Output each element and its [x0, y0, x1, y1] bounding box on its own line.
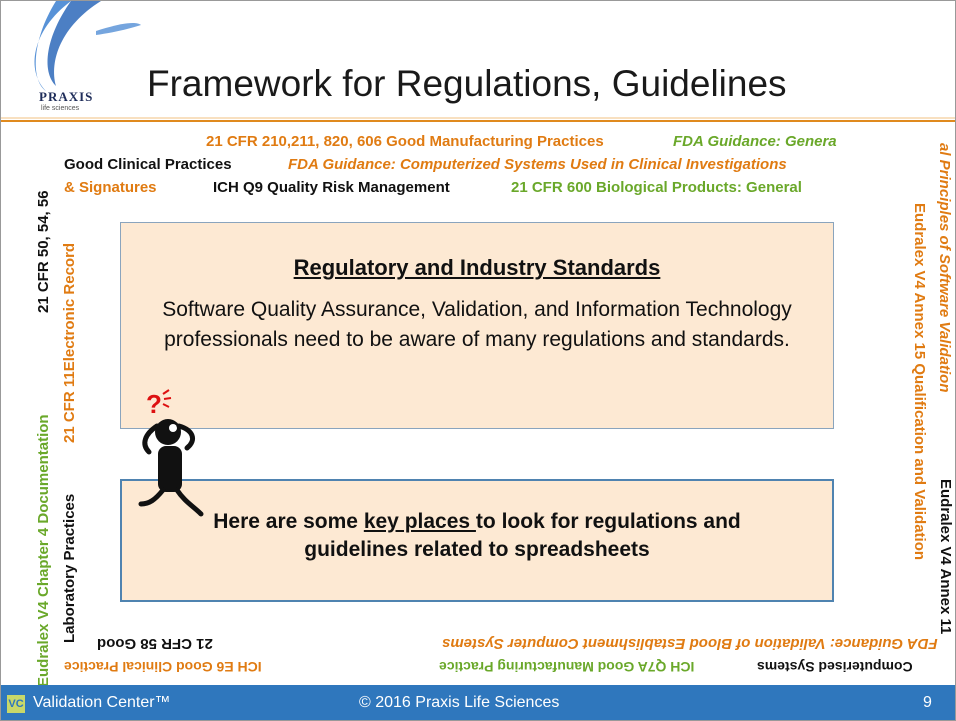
- left-col2-orange: 21 CFR 11Electronic Record: [61, 242, 78, 443]
- header-swoosh: [1, 1, 955, 122]
- footer-bar: VC Validation Center™ © 2016 Praxis Life…: [1, 685, 955, 720]
- bottom-row1-orange: FDA Guidance: Validation of Blood Establ…: [442, 635, 938, 652]
- praxis-logo: PRAXIS: [39, 89, 94, 104]
- key-places-box: Here are some key places to look for reg…: [120, 479, 834, 602]
- confused-figure-icon: ?: [138, 389, 204, 517]
- bottom-row1-black: 21 CFR 58 Good: [97, 635, 213, 652]
- key-places-text-before: Here are some: [213, 510, 364, 533]
- right-col3-black: Eudralex V4 Annex 11: [937, 479, 954, 635]
- top-row1-orange: 21 CFR 210,211, 820, 606 Good Manufactur…: [206, 133, 604, 150]
- footer-left: Validation Center™: [33, 694, 171, 711]
- bottom-row2-black: Computerised Systems: [757, 659, 913, 675]
- standards-box: Regulatory and Industry Standards Softwa…: [120, 222, 834, 429]
- left-col2-black: Laboratory Practices: [61, 493, 78, 643]
- standards-box-body: Software Quality Assurance, Validation, …: [162, 298, 792, 351]
- bottom-row2-orange: ICH E6 Good Clinical Practice: [64, 659, 262, 675]
- key-places-text-after: to look for regulations and guidelines r…: [304, 510, 741, 561]
- top-row3-orange: & Signatures: [64, 179, 157, 196]
- key-places-text: Here are some key places to look for reg…: [202, 508, 752, 564]
- top-row3-black: ICH Q9 Quality Risk Management: [213, 179, 450, 196]
- svg-text:?: ?: [146, 389, 162, 419]
- right-col1-orange: al Principles of Software Validation: [936, 143, 953, 393]
- left-col1-green: Eudralex V4 Chapter 4 Documentation: [35, 414, 52, 687]
- top-row1-green: FDA Guidance: Genera: [673, 133, 837, 150]
- bottom-row2-green: ICH Q7A Good Manufacturing Practice: [439, 659, 695, 675]
- page-number: 9: [923, 694, 932, 711]
- vc-logo-icon: VC: [7, 695, 25, 713]
- slide-title: Framework for Regulations, Guidelines: [147, 63, 787, 104]
- praxis-tagline: life sciences: [41, 105, 80, 112]
- top-row2-orange: FDA Guidance: Computerized Systems Used …: [288, 156, 787, 173]
- key-places-link[interactable]: key places: [363, 510, 476, 533]
- footer-center: © 2016 Praxis Life Sciences: [359, 694, 560, 711]
- right-col2-orange: Eudralex V4 Annex 15 Qualification and V…: [911, 203, 928, 561]
- left-col1-black: 21 CFR 50, 54, 56: [35, 190, 52, 313]
- top-row3-green: 21 CFR 600 Biological Products: General: [511, 179, 802, 196]
- top-row2-black: Good Clinical Practices: [64, 156, 232, 173]
- standards-box-title: Regulatory and Industry Standards: [293, 255, 661, 280]
